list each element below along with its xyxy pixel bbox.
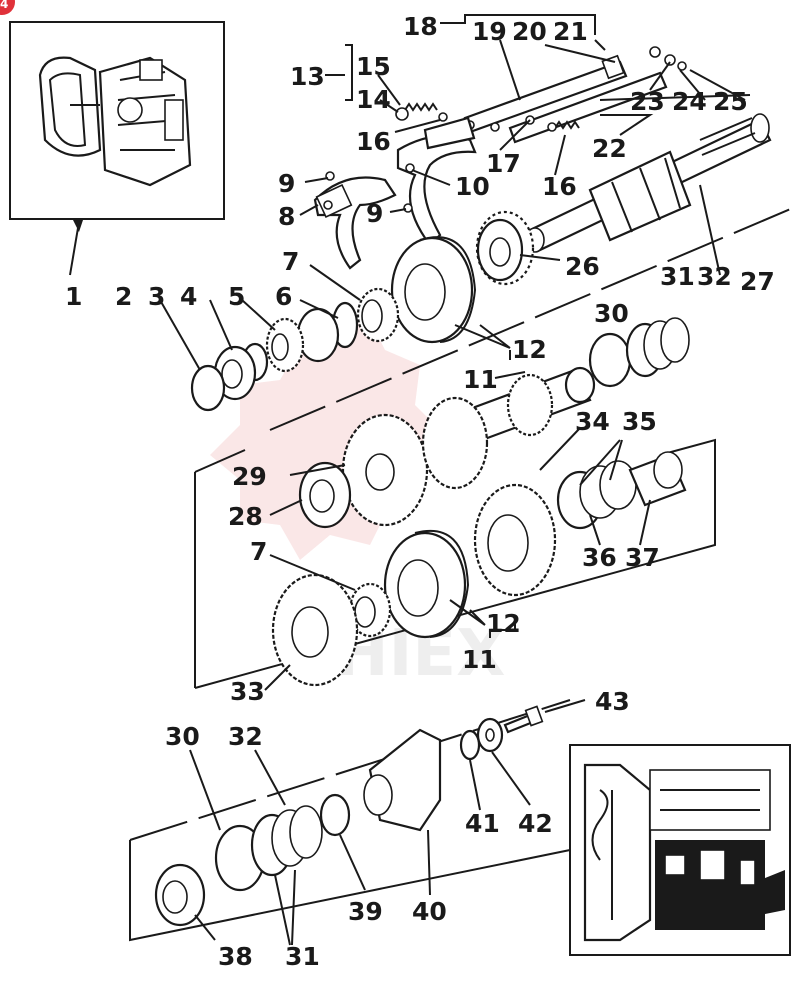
label-15: 15 — [356, 52, 391, 81]
label-18: 18 — [403, 12, 438, 41]
gear-33 — [271, 573, 359, 687]
rings-31-32-upper — [625, 317, 690, 378]
seal-39 — [319, 793, 351, 837]
flange-40 — [363, 728, 442, 832]
label-14: 14 — [356, 85, 391, 114]
label-36: 36 — [582, 543, 617, 572]
cap-2 — [190, 364, 226, 412]
label-21: 21 — [553, 17, 588, 46]
page-badge — [0, 0, 15, 15]
gear-29 — [341, 396, 489, 527]
bearing-5 — [265, 307, 340, 373]
leader-1 — [69, 221, 80, 276]
bearing-28 — [298, 461, 352, 529]
label-30-lower: 30 — [165, 722, 200, 751]
synchro-36 — [556, 460, 637, 530]
washer-42 — [476, 717, 504, 753]
label-10: 10 — [455, 172, 490, 201]
label-25: 25 — [713, 87, 748, 116]
label-38: 38 — [218, 942, 253, 971]
label-4: 4 — [180, 282, 197, 311]
label-19: 19 — [472, 17, 507, 46]
label-34: 34 — [575, 407, 610, 436]
label-2: 2 — [115, 282, 132, 311]
label-16-right: 16 — [542, 172, 577, 201]
gear-26 — [475, 210, 535, 286]
label-31-upper: 31 — [660, 262, 695, 291]
label-31-lower: 31 — [285, 942, 320, 971]
label-27: 27 — [740, 267, 775, 296]
label-16-left: 16 — [356, 127, 391, 156]
label-23: 23 — [630, 87, 665, 116]
collar-30-upper — [588, 332, 632, 388]
ring-41 — [459, 729, 481, 761]
sleeve-38 — [154, 863, 206, 927]
label-7-lower: 7 — [250, 537, 267, 566]
label-24: 24 — [672, 87, 707, 116]
label-6: 6 — [275, 282, 292, 311]
detent-spring-16 — [547, 120, 580, 132]
label-22: 22 — [592, 134, 627, 163]
label-8: 8 — [278, 202, 295, 231]
main-shaft — [525, 113, 772, 253]
label-17: 17 — [486, 149, 521, 178]
label-41: 41 — [465, 809, 500, 838]
label-32-upper: 32 — [697, 262, 732, 291]
label-35: 35 — [622, 407, 657, 436]
label-9-lower: 9 — [366, 199, 383, 228]
page-badge-number: 4 — [0, 0, 8, 11]
sleeve-12-upper — [390, 236, 477, 344]
inset-cutaway — [569, 744, 791, 956]
shift-fork-10 — [396, 116, 477, 247]
label-30-upper: 30 — [594, 299, 629, 328]
label-7-upper: 7 — [282, 247, 299, 276]
pin-9b — [403, 203, 413, 213]
label-28: 28 — [228, 502, 263, 531]
label-13: 13 — [290, 62, 325, 91]
label-26: 26 — [565, 252, 600, 281]
detent-spring-15 — [395, 102, 448, 122]
bearing-7-upper — [356, 287, 400, 343]
label-37: 37 — [625, 543, 660, 572]
label-40: 40 — [412, 897, 447, 926]
label-9-upper: 9 — [278, 169, 295, 198]
bearing-7-lower — [348, 582, 392, 638]
sleeve-37 — [628, 451, 687, 507]
sleeve-12-lower — [383, 529, 470, 639]
inset-housing — [9, 21, 225, 220]
label-39: 39 — [348, 897, 383, 926]
label-12-upper: 12 — [512, 335, 547, 364]
shift-fork-8 — [313, 176, 397, 270]
gear-34 — [473, 483, 557, 597]
label-42: 42 — [518, 809, 553, 838]
label-5: 5 — [228, 282, 245, 311]
label-33: 33 — [230, 677, 265, 706]
label-20: 20 — [512, 17, 547, 46]
label-11-upper: 11 — [463, 365, 498, 394]
label-1: 1 — [65, 282, 82, 311]
frame-lines — [129, 204, 800, 942]
leader-lines — [159, 14, 751, 946]
label-32-lower: 32 — [228, 722, 263, 751]
label-12-lower: 12 — [486, 609, 521, 638]
rings-31-32-lower — [250, 805, 323, 877]
label-29: 29 — [232, 462, 267, 491]
label-11-lower: 11 — [462, 645, 497, 674]
label-3: 3 — [148, 282, 165, 311]
bolt-43 — [503, 705, 544, 734]
label-43: 43 — [595, 687, 630, 716]
